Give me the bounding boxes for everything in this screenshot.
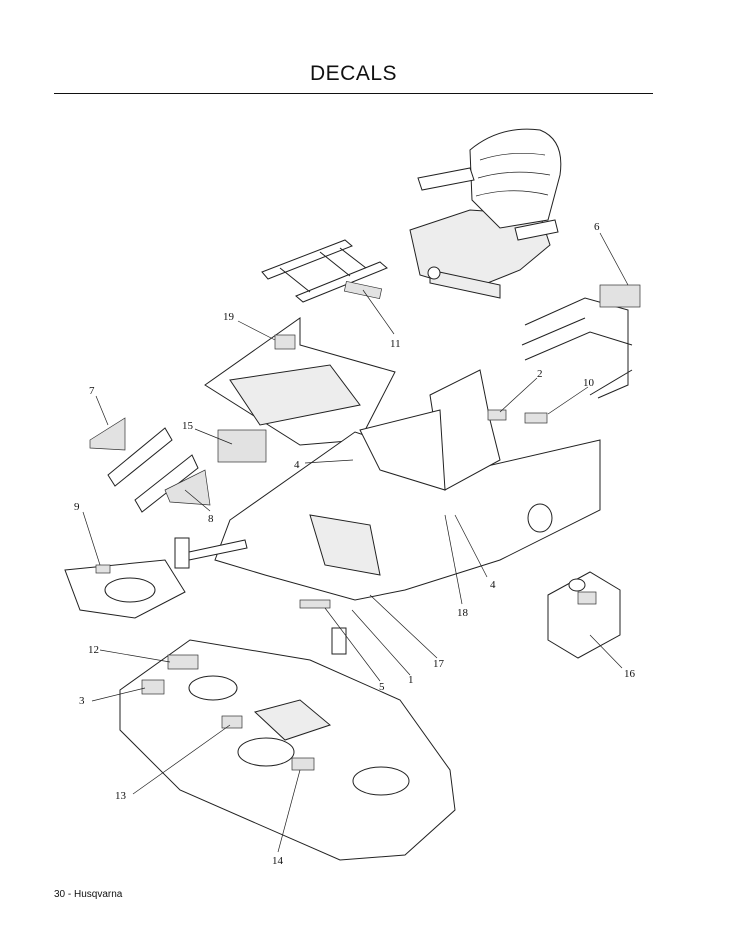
callout-19: 19 xyxy=(223,311,235,323)
callout-18: 18 xyxy=(457,607,469,619)
seat-assembly xyxy=(409,128,562,299)
decal-19 xyxy=(274,334,296,350)
callout-1: 1 xyxy=(408,674,414,686)
floor-pan xyxy=(204,317,396,463)
decal-14 xyxy=(291,757,315,771)
decal-6 xyxy=(599,284,641,308)
decal-5 xyxy=(299,599,331,609)
leader-lines xyxy=(82,232,629,853)
callout-12: 12 xyxy=(88,644,99,656)
callout-labels: 1 2 3 4 4 5 6 7 8 9 10 11 12 13 14 15 16… xyxy=(74,221,636,867)
decal-3 xyxy=(141,679,165,695)
mower-deck xyxy=(119,639,456,861)
callout-5: 5 xyxy=(379,681,385,693)
decal-12 xyxy=(167,654,199,670)
decal-8 xyxy=(164,469,211,506)
callout-16: 16 xyxy=(624,668,636,680)
main-frame xyxy=(174,369,601,655)
callout-3: 3 xyxy=(79,695,85,707)
decal-2 xyxy=(487,409,507,421)
page-title: DECALS xyxy=(309,62,398,85)
callout-9: 9 xyxy=(74,501,80,513)
side-panels xyxy=(89,417,211,513)
callout-11: 11 xyxy=(390,338,401,350)
callout-6: 6 xyxy=(594,221,600,233)
decal-7 xyxy=(89,417,126,451)
page-footer: 30 - Husqvarna xyxy=(54,889,123,900)
callout-13: 13 xyxy=(115,790,127,802)
fuel-tank xyxy=(547,571,621,659)
callout-14: 14 xyxy=(272,855,284,867)
seat-bracket xyxy=(261,239,388,303)
decal-9 xyxy=(95,564,111,574)
callout-15: 15 xyxy=(182,420,194,432)
callout-4b: 4 xyxy=(490,579,496,591)
callout-17: 17 xyxy=(433,658,445,670)
callout-10: 10 xyxy=(583,377,595,389)
decal-10 xyxy=(524,412,548,424)
callout-7: 7 xyxy=(89,385,95,397)
decal-15 xyxy=(217,429,267,463)
callout-8: 8 xyxy=(208,513,214,525)
callout-4a: 4 xyxy=(294,459,300,471)
title-rule xyxy=(54,93,653,94)
rear-guard xyxy=(521,284,641,399)
callout-2: 2 xyxy=(537,368,543,380)
decal-13 xyxy=(221,715,243,729)
access-plate xyxy=(64,559,186,619)
decal-16 xyxy=(577,591,597,605)
